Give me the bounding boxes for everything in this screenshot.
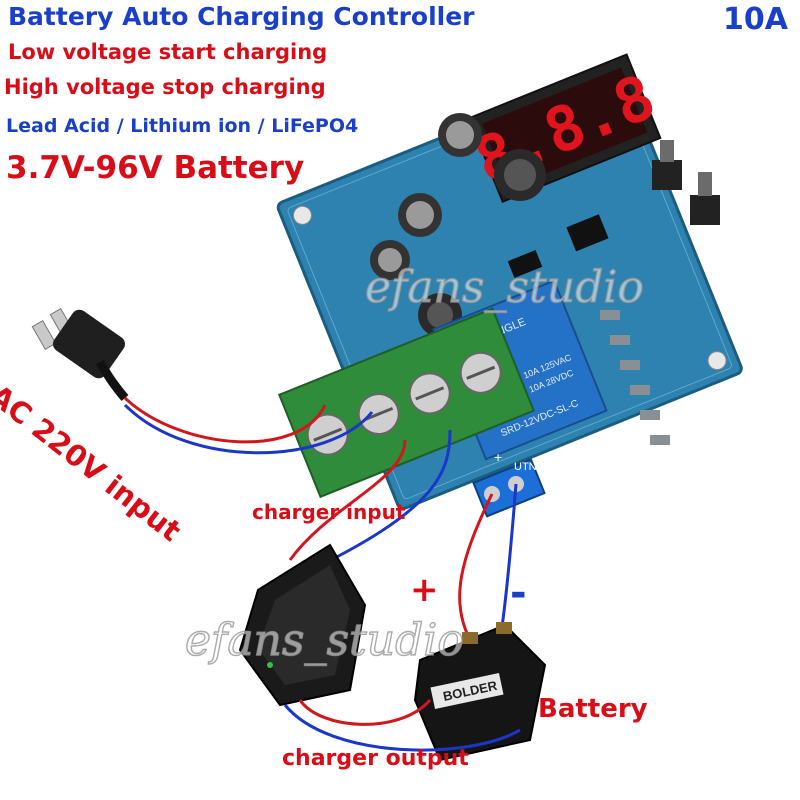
ac-wire-red — [123, 396, 327, 444]
watermark-top: efans_studio — [364, 261, 644, 313]
terminal-block — [277, 307, 536, 499]
charger-output-wire-red — [298, 699, 432, 726]
label-minus: - — [510, 570, 527, 616]
label-charger-output: charger output — [282, 746, 469, 771]
feature-voltage-range: 3.7V-96V Battery — [6, 150, 305, 186]
feature-high-voltage: High voltage stop charging — [4, 75, 326, 99]
feature-low-voltage: Low voltage start charging — [8, 40, 328, 64]
label-battery: Battery — [538, 694, 648, 724]
label-plus: + — [410, 570, 439, 610]
capacitors — [370, 113, 609, 337]
terminal-plus-mark: + — [494, 449, 502, 465]
charger-output-wire-blue — [283, 704, 521, 752]
ac-plug — [31, 308, 129, 401]
battery-wire-red — [458, 493, 494, 641]
battery-terminal: + UTN — [472, 449, 546, 518]
resistors — [600, 310, 670, 445]
charger-input-wire-blue — [299, 429, 452, 577]
push-buttons — [652, 140, 720, 225]
charger — [238, 543, 367, 707]
battery: BOLDER — [413, 622, 547, 762]
diagram-title: Battery Auto Charging Controller — [8, 2, 475, 31]
terminal-label: UTN — [514, 461, 537, 473]
feature-battery-types: Lead Acid / Lithium ion / LiFePO4 — [6, 115, 359, 137]
watermark-bottom: efans_studio — [184, 614, 464, 666]
charger-input-wire-red — [288, 439, 407, 561]
current-rating-badge: 10A — [723, 2, 788, 37]
ac-wire-blue — [123, 403, 374, 455]
label-charger-input: charger input — [252, 500, 406, 524]
